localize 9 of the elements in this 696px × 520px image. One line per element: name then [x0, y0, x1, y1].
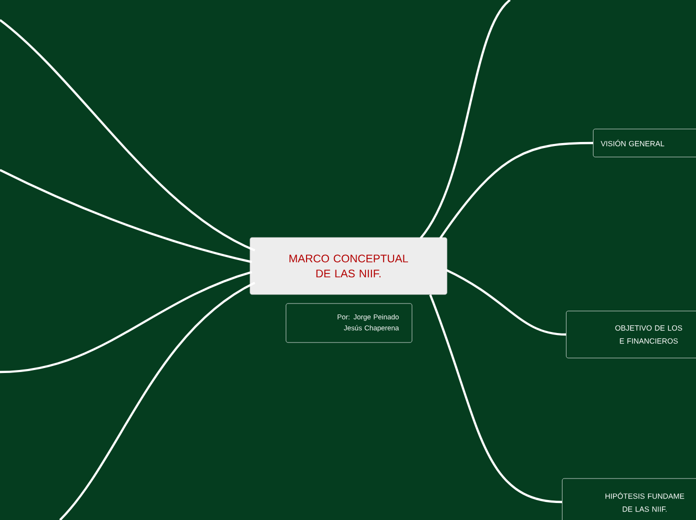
- branch-line: [446, 269, 566, 336]
- branch-line: [0, 270, 252, 374]
- branch-line: [439, 142, 594, 239]
- branch-line: [420, 0, 511, 239]
- branch-line: [0, 169, 252, 264]
- branch-line: [429, 294, 562, 504]
- branch-line: [59, 282, 256, 520]
- branch-line: [0, 19, 256, 252]
- central-topic-box: MARCO CONCEPTUAL DE LAS NIIF.: [250, 237, 448, 295]
